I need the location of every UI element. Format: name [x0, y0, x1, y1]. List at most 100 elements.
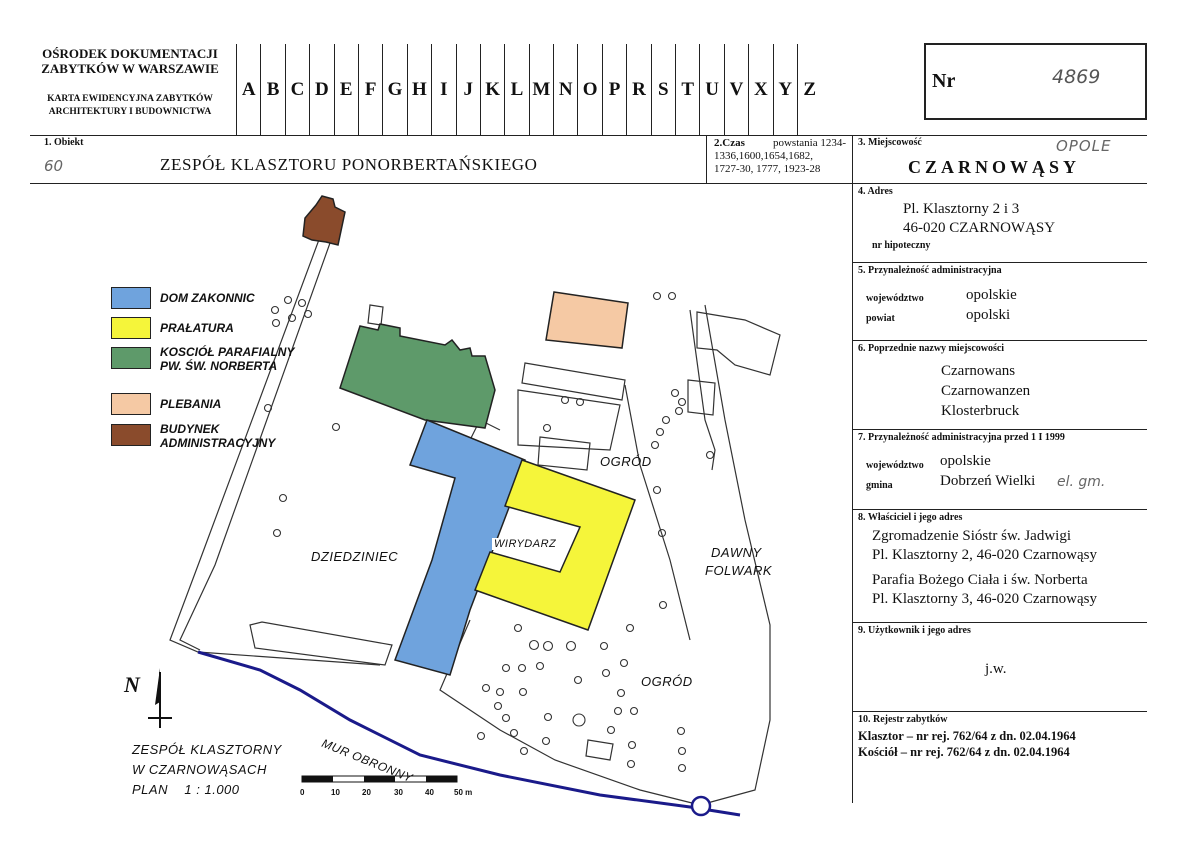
legend-swatch — [111, 287, 151, 309]
scale-bar — [301, 775, 458, 783]
letter-cell: L — [504, 44, 528, 135]
legend-swatch — [111, 347, 151, 369]
outlines — [169, 209, 781, 806]
divider — [852, 340, 1147, 341]
legend-label: DOM ZAKONNIC — [160, 291, 255, 305]
field10-label: 10. Rejestr zabytków — [858, 714, 948, 725]
user-value: j.w. — [985, 661, 1007, 677]
building-provost — [474, 459, 636, 631]
scale-tick-label: 0 — [300, 788, 305, 797]
letter-cell: O — [577, 44, 601, 135]
legend-swatch — [111, 424, 151, 446]
letter-cell: S — [650, 44, 675, 135]
field4-label: 4. Adres — [858, 186, 893, 197]
nr-label: Nr — [932, 70, 956, 92]
letter-cell: M — [528, 44, 553, 135]
field5-key1: województwo — [866, 293, 924, 304]
letter-cell: E — [333, 44, 358, 135]
scale-tick-label: 20 — [362, 788, 371, 797]
divider — [852, 509, 1147, 510]
scale-tick-label: 10 — [331, 788, 340, 797]
divider — [852, 262, 1147, 263]
divider — [852, 622, 1147, 623]
card-type: KARTA EWIDENCYJNA ZABYTKÓW ARCHITEKTURY … — [47, 94, 213, 117]
defensive-wall — [197, 650, 741, 817]
letter-cell: P — [601, 44, 626, 135]
letter-cell: R — [626, 44, 650, 135]
letter-cell: V — [723, 44, 748, 135]
register-entry: Kościół – nr rej. 762/64 z dn. 02.04.196… — [858, 745, 1070, 759]
plan-title: ZESPÓŁ KLASZTORNY — [132, 742, 282, 757]
letter-cell: K — [479, 44, 504, 135]
trees — [263, 291, 715, 773]
north-label: N — [124, 672, 140, 697]
legend-label: PLEBANIA — [160, 397, 222, 411]
field7-value1: opolskie — [940, 453, 991, 469]
field7-key2: gmina — [866, 480, 893, 491]
field5-label: 5. Przynależność administracyjna — [858, 265, 1002, 276]
letter-cell: Z — [796, 44, 821, 135]
legend-swatch — [111, 393, 151, 415]
address-line1: Pl. Klasztorny 2 i 3 — [903, 201, 1020, 217]
field1-handnote: 60 — [44, 157, 64, 175]
field7-label: 7. Przynależność administracyjna przed 1… — [858, 432, 1065, 443]
divider — [852, 711, 1147, 712]
field6-label: 6. Poprzednie nazwy miejscowości — [858, 343, 1005, 354]
letter-cell: U — [699, 44, 723, 135]
letter-cell: F — [357, 44, 382, 135]
plan-title: W CZARNOWĄSACH — [132, 762, 267, 777]
owner1-name: Zgromadzenie Sióstr św. Jadwigi — [872, 528, 1071, 544]
divider — [852, 135, 853, 803]
label-farm: DAWNY — [711, 545, 762, 560]
field7-handnote: el. gm. — [1057, 474, 1106, 490]
site-plan — [148, 195, 781, 817]
letter-cell: A — [236, 44, 260, 135]
letter-cell: G — [382, 44, 406, 135]
building-rectory — [545, 291, 629, 349]
letter-cell: D — [309, 44, 333, 135]
former-name: Czarnowanzen — [941, 383, 1031, 399]
letter-cell: X — [748, 44, 772, 135]
scale-tick-label: 40 — [425, 788, 434, 797]
divider — [30, 135, 1147, 136]
field5-value2: opolski — [966, 307, 1011, 323]
register-entry: Klasztor – nr rej. 762/64 z dn. 02.04.19… — [858, 729, 1076, 743]
nr-value: 4869 — [1052, 66, 1101, 88]
field3-label: 3. Miejscowość — [858, 137, 922, 148]
scale-tick-label: 30 — [394, 788, 403, 797]
former-name: Czarnowans — [941, 363, 1016, 379]
letter-cell: Y — [772, 44, 797, 135]
field7-key1: województwo — [866, 460, 924, 471]
label-cloister: WIRYDARZ — [492, 538, 559, 550]
tower — [690, 795, 712, 817]
object-name: ZESPÓŁ KLASZTORU PONORBERTAŃSKIEGO — [160, 155, 538, 174]
field8-label: 8. Właściciel i jego adres — [858, 512, 963, 523]
address-line2: 46-020 CZARNOWĄSY — [903, 220, 1056, 236]
letter-cell: C — [284, 44, 309, 135]
letter-cell: I — [431, 44, 455, 135]
divider — [30, 183, 1147, 184]
nr-box — [924, 43, 1147, 120]
label-courtyard: DZIEDZINIEC — [311, 549, 399, 564]
letter-cell: J — [455, 44, 480, 135]
owner2-address: Pl. Klasztorny 3, 46-020 Czarnowąsy — [872, 591, 1097, 607]
label-garden: OGRÓD — [641, 674, 693, 689]
scale-tick-label: 50 m — [454, 788, 473, 797]
label-farm: FOLWARK — [705, 563, 773, 578]
legend-swatch — [111, 317, 151, 339]
organization-name: OŚRODEK DOKUMENTACJI ZABYTKÓW W WARSZAWI… — [41, 46, 219, 76]
divider — [706, 135, 707, 183]
field5-key2: powiat — [866, 313, 895, 324]
letter-cell: B — [260, 44, 284, 135]
field7-value2: Dobrzeń Wielki — [940, 473, 1036, 489]
locality-name: CZARNOWĄSY — [908, 157, 1081, 177]
letter-cell: N — [553, 44, 577, 135]
building-administrative — [302, 195, 346, 246]
building-church — [339, 323, 496, 429]
owner1-address: Pl. Klasztorny 2, 46-020 Czarnowąsy — [872, 547, 1097, 563]
field9-label: 9. Użytkownik i jego adres — [858, 625, 971, 636]
